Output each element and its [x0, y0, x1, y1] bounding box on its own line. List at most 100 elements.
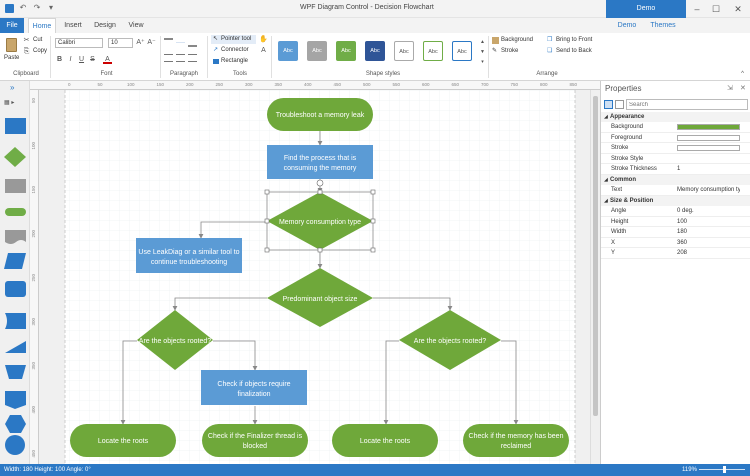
- alphabetical-view-icon[interactable]: [615, 100, 624, 109]
- tab-home[interactable]: Home: [28, 18, 56, 33]
- gallery-more-icon[interactable]: ▾: [481, 59, 484, 65]
- stroke-button[interactable]: ✎ Stroke: [491, 47, 531, 56]
- node-leakdiag[interactable]: Use LeakDiag or a similar tool to contin…: [136, 238, 242, 273]
- redo-icon[interactable]: ↷: [33, 3, 41, 12]
- storage-shape-icon[interactable]: [5, 281, 26, 297]
- shape-style-2[interactable]: Abc: [307, 41, 327, 61]
- connector-rooted-reclaimed[interactable]: [501, 340, 519, 425]
- prop-value-width[interactable]: 180: [677, 229, 688, 235]
- data-shape-icon[interactable]: [4, 253, 26, 269]
- tab-demo[interactable]: Demo: [617, 22, 637, 29]
- shape-style-5[interactable]: Abc: [394, 41, 414, 61]
- manual-operation-shape-icon[interactable]: [5, 365, 26, 379]
- prop-row-height[interactable]: Height 100: [601, 217, 750, 227]
- prop-row-foreground[interactable]: Foreground: [601, 133, 750, 143]
- zoom-slider-thumb[interactable]: [723, 466, 726, 473]
- underline-button[interactable]: U: [78, 56, 85, 63]
- minimize-icon[interactable]: –: [694, 4, 700, 14]
- customize-toolbar-icon[interactable]: ▾: [48, 3, 53, 12]
- cut-button[interactable]: ✂ Cut: [22, 36, 48, 45]
- tab-design[interactable]: Design: [94, 22, 116, 29]
- expand-panel-icon[interactable]: »: [10, 83, 15, 92]
- font-family-select[interactable]: Calibri: [55, 38, 103, 48]
- connector-tool-button[interactable]: ↗ Connector: [211, 46, 256, 55]
- align-middle-icon[interactable]: [176, 38, 185, 47]
- node-finalizer-blocked[interactable]: Check if the Finalizer thread is blocked: [202, 424, 308, 457]
- prop-row-width[interactable]: Width 180: [601, 227, 750, 238]
- node-locate-roots-1[interactable]: Locate the roots: [70, 424, 176, 457]
- send-to-back-button[interactable]: ❏ Send to Back: [546, 47, 601, 56]
- section-appearance[interactable]: Appearance: [601, 112, 750, 122]
- section-common[interactable]: Common: [601, 175, 750, 185]
- tab-themes[interactable]: Themes: [650, 22, 676, 29]
- manual-input-shape-icon[interactable]: [5, 341, 26, 353]
- connector-predominant-rooted-left[interactable]: [172, 297, 267, 311]
- shape-style-3[interactable]: Abc: [336, 41, 356, 61]
- prop-row-stroke-style[interactable]: Stroke Style: [601, 154, 750, 164]
- shape-style-7[interactable]: Abc: [452, 41, 472, 61]
- stencil-select[interactable]: ▦ ▸: [4, 100, 15, 106]
- connector-rooted-locate1[interactable]: [120, 340, 137, 425]
- close-panel-icon[interactable]: ✕: [740, 85, 746, 92]
- rotate-handle-icon[interactable]: [316, 179, 324, 187]
- node-locate-roots-2[interactable]: Locate the roots: [332, 424, 438, 457]
- prop-value-stroke-thickness[interactable]: 1: [677, 166, 681, 172]
- bring-to-front-button[interactable]: ❐ Bring to Front: [546, 36, 601, 45]
- vertical-scrollbar[interactable]: [590, 90, 600, 464]
- process-shape-icon[interactable]: [5, 179, 26, 193]
- close-icon[interactable]: ✕: [734, 4, 742, 14]
- section-size-position[interactable]: Size & Position: [601, 196, 750, 206]
- prop-value-y[interactable]: 208: [677, 250, 688, 256]
- prop-value-text[interactable]: Memory consumption type: [677, 187, 740, 193]
- diagram-canvas[interactable]: Troubleshoot a memory leak Find the proc…: [39, 90, 590, 464]
- properties-search-input[interactable]: [626, 99, 748, 110]
- connector-shape-icon[interactable]: [5, 435, 25, 455]
- selection-adorner[interactable]: [264, 179, 376, 253]
- paste-button[interactable]: Paste: [3, 36, 20, 66]
- shape-style-4[interactable]: Abc: [365, 41, 385, 61]
- connector-predominant-rooted-right[interactable]: [373, 297, 453, 311]
- shrink-font-button[interactable]: A⁻: [147, 39, 156, 46]
- node-find-process[interactable]: Find the process that is consuming the m…: [267, 145, 373, 179]
- rectangle-tool-button[interactable]: Rectangle: [211, 57, 259, 66]
- prop-value-height[interactable]: 100: [677, 218, 688, 225]
- text-tool-icon[interactable]: A: [261, 47, 266, 54]
- strikethrough-button[interactable]: S: [90, 56, 95, 63]
- italic-button[interactable]: I: [69, 56, 72, 63]
- off-page-shape-icon[interactable]: [5, 391, 26, 409]
- prop-row-x[interactable]: X 360: [601, 238, 750, 248]
- prop-value-angle[interactable]: 0 deg.: [677, 208, 694, 214]
- shape-style-6[interactable]: Abc: [423, 41, 443, 61]
- tab-view[interactable]: View: [128, 22, 144, 29]
- maximize-icon[interactable]: ☐: [711, 4, 721, 14]
- gallery-up-icon[interactable]: ▲: [480, 39, 485, 45]
- rectangle-shape-icon[interactable]: [5, 118, 26, 134]
- undo-icon[interactable]: ↶: [19, 3, 27, 12]
- connector-rooted-require[interactable]: [213, 340, 258, 371]
- prop-row-angle[interactable]: Angle 0 deg.: [601, 206, 750, 217]
- preparation-shape-icon[interactable]: [5, 415, 26, 433]
- align-center-icon[interactable]: [176, 54, 185, 62]
- prop-value-stroke-swatch[interactable]: [677, 145, 740, 151]
- align-left-icon[interactable]: [164, 54, 173, 62]
- node-memory-consumption[interactable]: Memory consumption type: [267, 192, 373, 250]
- gallery-down-icon[interactable]: ▼: [480, 49, 485, 55]
- pan-tool-icon[interactable]: ✋: [259, 36, 268, 43]
- align-top-icon[interactable]: [164, 38, 173, 47]
- prop-row-background[interactable]: Background: [601, 122, 750, 133]
- document-shape-icon[interactable]: [5, 230, 26, 244]
- collapse-ribbon-icon[interactable]: ^: [741, 71, 744, 77]
- node-memory-reclaimed[interactable]: Check if the memory has been reclaimed: [463, 424, 569, 457]
- grow-font-button[interactable]: A⁺: [136, 39, 145, 46]
- node-rooted-left[interactable]: Are the objects rooted?: [137, 310, 213, 370]
- paragraph-align-icons[interactable]: [164, 38, 202, 68]
- categorized-view-icon[interactable]: [604, 100, 613, 109]
- align-right-icon[interactable]: [188, 54, 197, 62]
- diagram-svg[interactable]: Troubleshoot a memory leak Find the proc…: [39, 90, 590, 464]
- prop-value-foreground-swatch[interactable]: [677, 134, 740, 141]
- connector-rooted-locate2[interactable]: [383, 340, 399, 425]
- font-color-button[interactable]: A: [103, 55, 112, 64]
- node-require-finalization[interactable]: Check if objects require finalization: [201, 370, 307, 405]
- terminator-shape-icon[interactable]: [5, 208, 26, 216]
- shape-style-1[interactable]: Abc: [278, 41, 298, 61]
